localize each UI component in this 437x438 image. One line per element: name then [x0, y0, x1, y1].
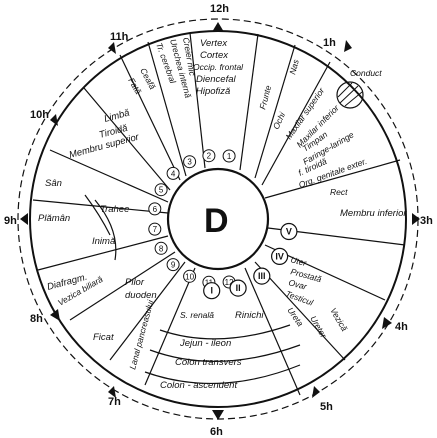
- zone-occip: Occip. frontal: [193, 62, 244, 72]
- roman-circle: [271, 247, 289, 265]
- zone-frunte: Frunte: [257, 84, 273, 111]
- roman-circle: [203, 282, 221, 300]
- zone-vezica: Vezică: [328, 306, 349, 333]
- roman-numeral: I: [210, 286, 213, 296]
- bowel-arcs: [84, 194, 301, 385]
- zone-rinichi: Rinichi: [235, 310, 264, 321]
- ring-circle: [148, 202, 162, 216]
- zone-ficat: Ficat: [93, 332, 114, 343]
- hour-9: 9h: [4, 215, 17, 227]
- zone-membru-inf: Membru inferior: [340, 208, 407, 219]
- hour-3: 3h: [420, 215, 433, 227]
- hour-12: 12h: [210, 3, 229, 15]
- zone-conduct: Conduct: [350, 68, 382, 78]
- sector-lines: [32, 32, 406, 396]
- zone-duoden: duoden: [125, 290, 157, 301]
- ring-number: 9: [171, 261, 176, 270]
- zone-inima: Inimă: [92, 236, 115, 247]
- center-letter: D: [204, 202, 229, 240]
- ring-number: 8: [159, 244, 164, 253]
- ring-number: 7: [153, 225, 158, 234]
- zone-pilor: Pilor: [125, 277, 145, 288]
- hour-8: 8h: [30, 313, 43, 325]
- hour-1: 1h: [323, 37, 336, 49]
- ring-number: 10: [185, 272, 194, 281]
- roman-numeral: V: [286, 227, 292, 237]
- roman-circle: [280, 222, 298, 241]
- hour-11: 11h: [110, 31, 129, 43]
- zone-colon-asc: Colon - ascendent: [160, 380, 237, 391]
- zone-colon-tr: Colon transvers: [175, 357, 242, 368]
- ring-number: 2: [207, 152, 212, 161]
- zone-hipofiza: Hipofiză: [196, 86, 230, 97]
- zone-ochi: Ochi: [271, 110, 288, 131]
- zone-ureter: Ureter: [308, 314, 329, 340]
- ring-number: 5: [159, 186, 164, 195]
- ring-circle: [154, 241, 168, 255]
- roman-circle: [253, 267, 271, 285]
- zone-jejun: Jejun - ileon: [179, 338, 231, 349]
- zone-diencefal: Diencefal: [196, 74, 236, 85]
- ring-circle: [148, 222, 162, 236]
- hour-10: 10h: [30, 109, 49, 121]
- zone-san: Sân: [45, 178, 62, 189]
- ring-circle: [222, 149, 236, 163]
- hour-7: 7h: [108, 396, 121, 408]
- ring-circle: [166, 258, 180, 272]
- hour-markers: [20, 22, 420, 420]
- conduct-marker: [336, 81, 364, 109]
- conduct-hatch: [337, 82, 363, 107]
- zone-cortex: Cortex: [200, 50, 229, 61]
- ring-number: 12: [225, 278, 234, 287]
- hour-6: 6h: [210, 426, 223, 438]
- zone-rect: Rect: [330, 187, 348, 197]
- ring-number: 1: [227, 152, 232, 161]
- ring-number: 6: [153, 205, 158, 214]
- zone-apendice: Lanal pancreasului: [127, 298, 155, 371]
- hour-4: 4h: [395, 321, 408, 333]
- ring-circle: [202, 149, 216, 163]
- roman-numeral: III: [258, 271, 266, 281]
- roman-numeral: II: [236, 283, 241, 293]
- roman-numeral: IV: [275, 251, 284, 261]
- ring-circle: [154, 183, 168, 197]
- zone-testicul: Testicul: [284, 288, 315, 308]
- zone-trahee: Trahee: [100, 204, 129, 215]
- zone-vertex: Vertex: [200, 38, 228, 49]
- ring-number: 4: [171, 169, 176, 178]
- zone-capsula: S. renală: [180, 310, 214, 320]
- zone-fata: Fată: [126, 76, 143, 96]
- zone-nas: Nas: [287, 58, 301, 76]
- ring-circle: [183, 155, 197, 169]
- pupil-circle: [166, 167, 270, 271]
- zone-plaman: Plămân: [38, 213, 70, 224]
- ring-circle: [183, 269, 197, 283]
- zone-ovar: Ovar: [287, 277, 309, 292]
- ring-circle: [166, 166, 180, 180]
- ring-number: 3: [187, 158, 192, 167]
- zone-limba: Limbă: [103, 108, 131, 125]
- hour-5: 5h: [320, 401, 333, 413]
- roman-circle: [229, 279, 247, 297]
- zone-uter: Uter: [289, 254, 308, 268]
